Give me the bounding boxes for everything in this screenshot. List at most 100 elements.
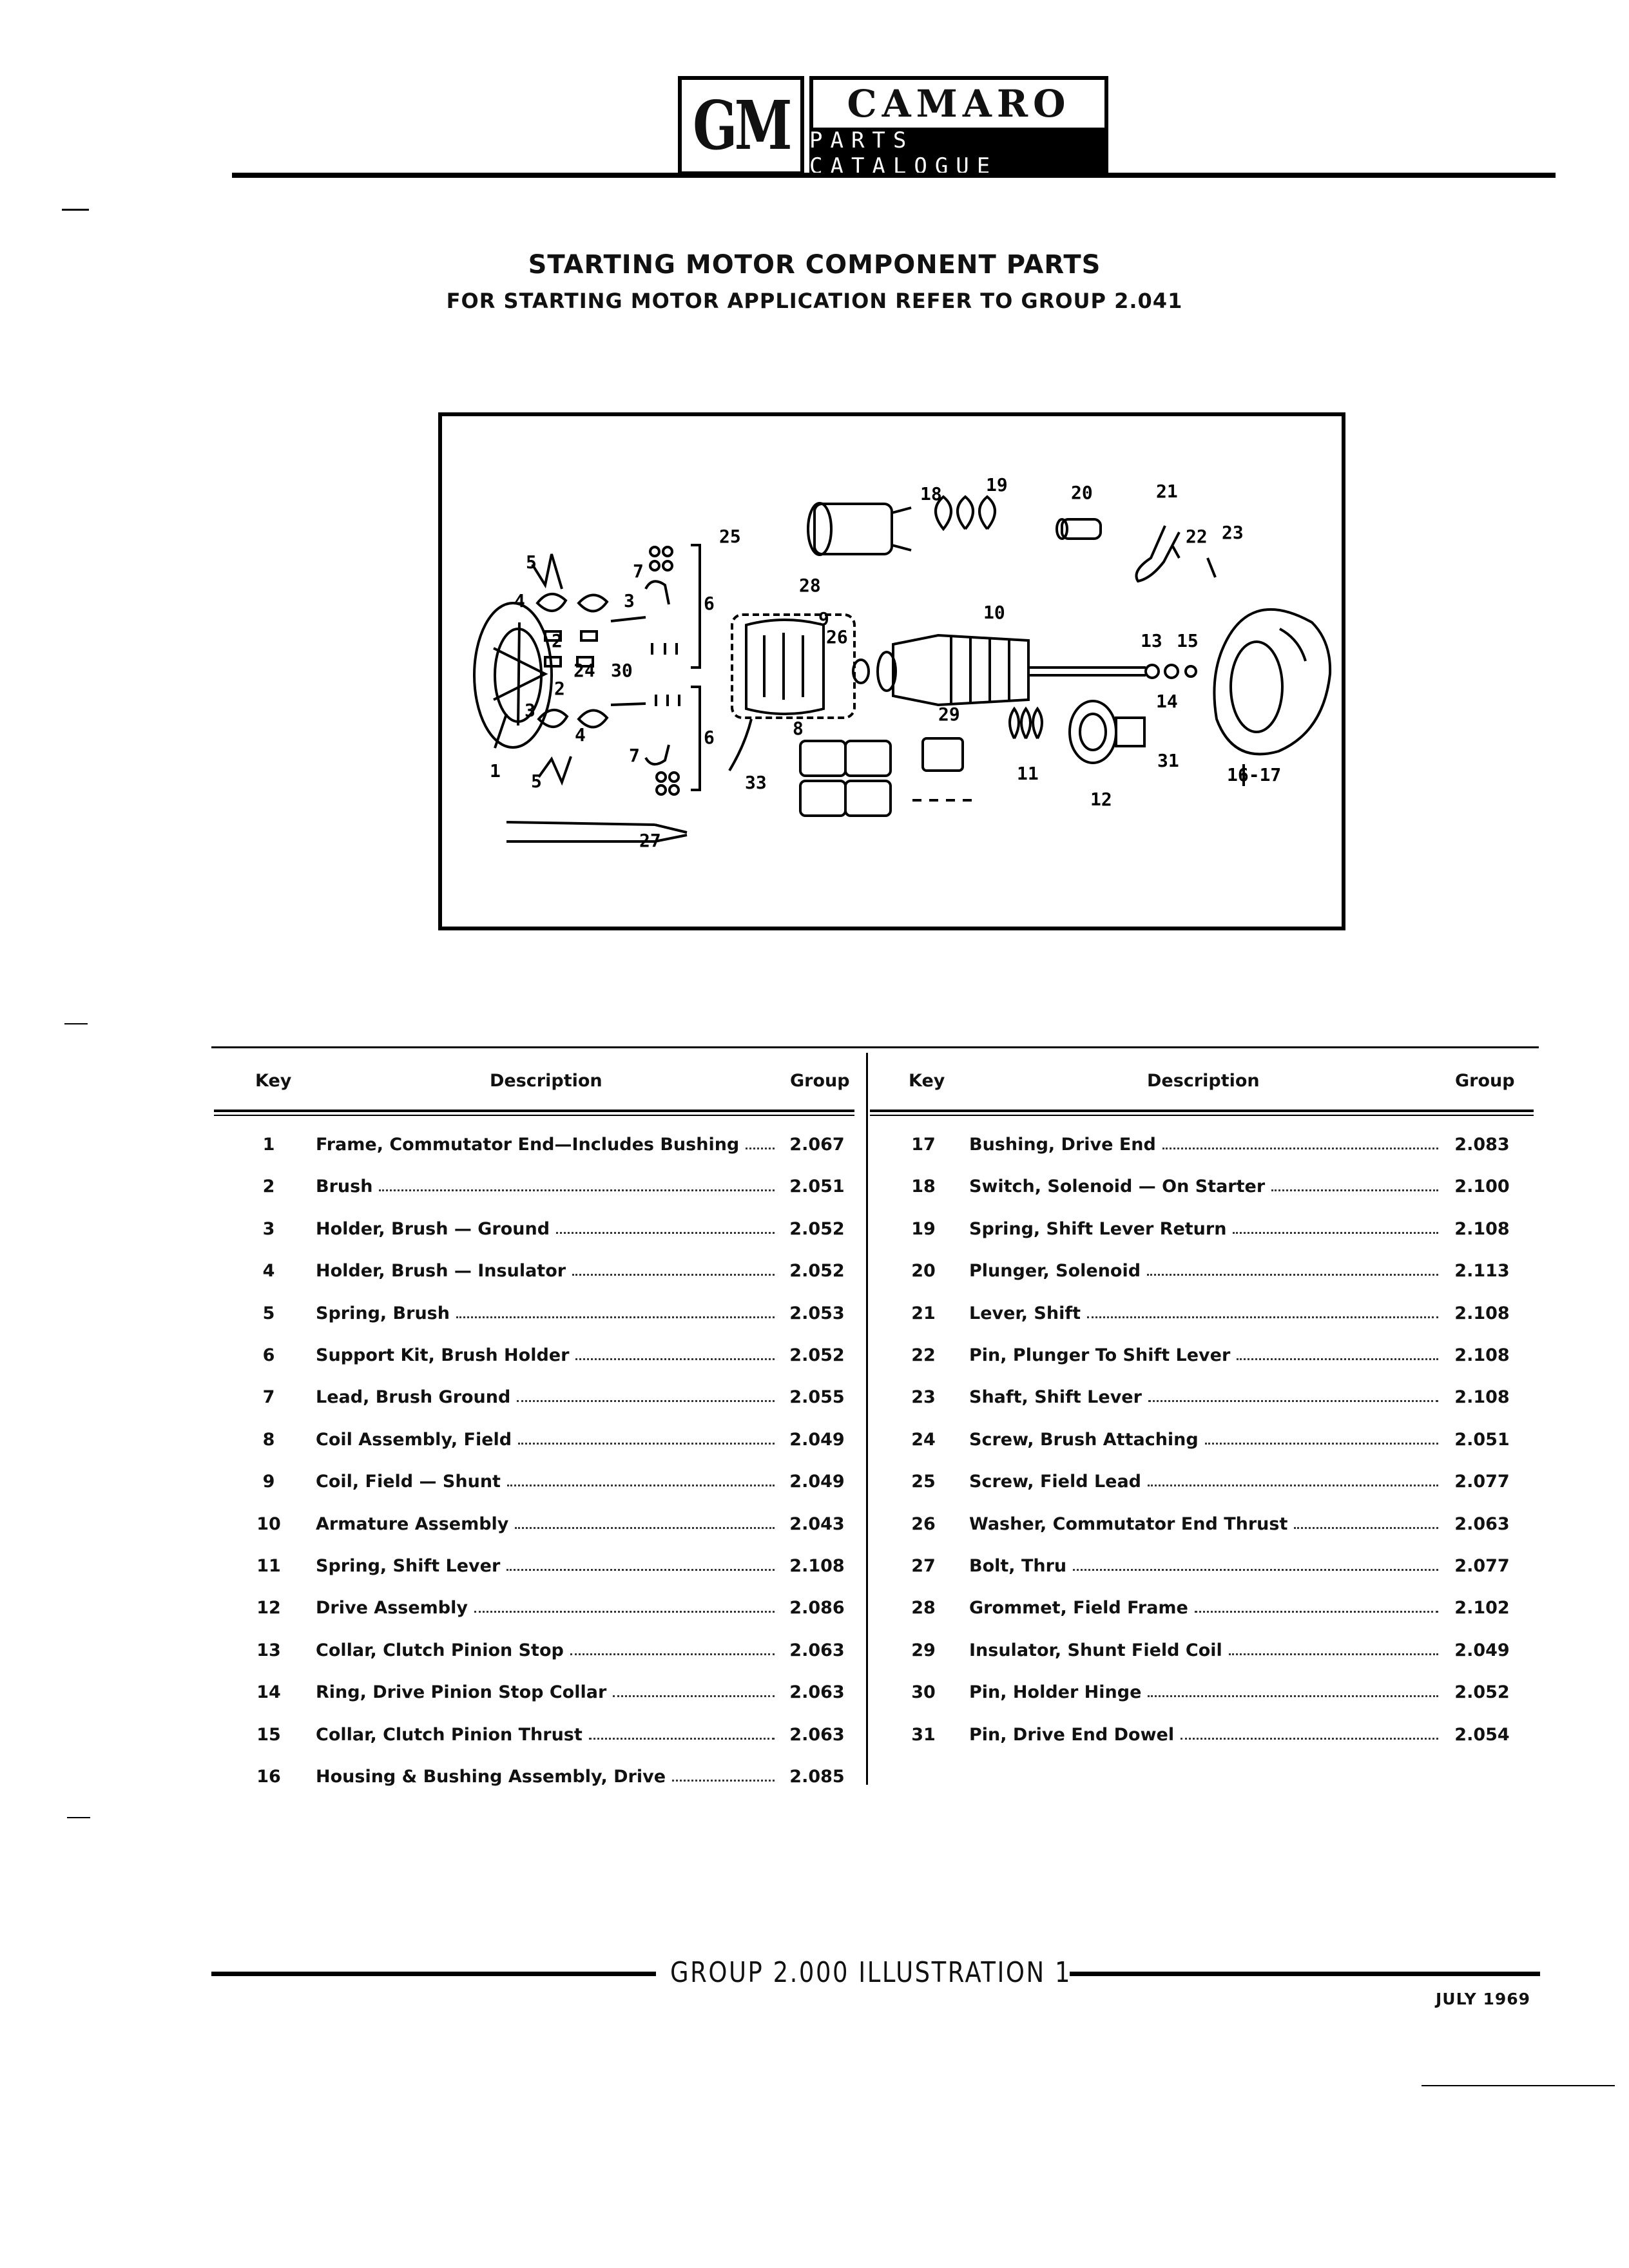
brand-box: CAMARO — [809, 76, 1108, 131]
svg-text:4: 4 — [575, 724, 586, 745]
part-key: 7 — [262, 1387, 275, 1407]
part-group-number: 2.063 — [789, 1724, 845, 1745]
svg-text:26: 26 — [826, 626, 848, 648]
dot-leader — [588, 1737, 775, 1740]
svg-text:30: 30 — [611, 660, 633, 681]
header-group-right: Group — [1455, 1071, 1515, 1091]
margin-mark — [1422, 2085, 1615, 2086]
part-description: Armature Assembly — [316, 1514, 509, 1534]
part-key: 5 — [262, 1303, 275, 1323]
svg-text:14: 14 — [1156, 691, 1178, 712]
part-group-number: 2.108 — [1454, 1303, 1510, 1323]
part-description-cell: Insulator, Shunt Field Coil — [969, 1640, 1438, 1660]
svg-text:27: 27 — [639, 830, 661, 851]
plunger-drawing — [1061, 518, 1102, 540]
drive-housing-drawing — [1213, 608, 1332, 756]
svg-text:13: 13 — [1141, 630, 1162, 651]
part-description: Lead, Brush Ground — [316, 1387, 511, 1407]
part-group-number: 2.083 — [1454, 1134, 1510, 1155]
part-key: 26 — [911, 1514, 936, 1534]
dot-leader — [570, 1653, 775, 1655]
svg-text:3: 3 — [624, 590, 635, 611]
part-description: Spring, Shift Lever — [316, 1555, 501, 1576]
part-description-cell: Bushing, Drive End — [969, 1135, 1438, 1155]
part-description-cell: Plunger, Solenoid — [969, 1261, 1438, 1281]
dot-leader — [1148, 1484, 1438, 1486]
part-description: Grommet, Field Frame — [969, 1597, 1188, 1618]
header-rule — [870, 1115, 1534, 1116]
part-description-cell: Pin, Plunger To Shift Lever — [969, 1345, 1438, 1365]
part-group-number: 2.043 — [789, 1514, 845, 1534]
svg-text:7: 7 — [629, 745, 640, 766]
dot-leader — [1194, 1610, 1438, 1613]
header-rule — [214, 1115, 854, 1116]
svg-text:16-17: 16-17 — [1227, 764, 1281, 785]
part-description: Screw, Brush Attaching — [969, 1429, 1199, 1450]
dot-leader — [474, 1610, 775, 1613]
margin-mark — [67, 1817, 90, 1818]
svg-text:7: 7 — [633, 561, 644, 582]
part-key: 1 — [262, 1134, 275, 1155]
table-row: 22 Pin, Plunger To Shift Lever 2.108 — [900, 1342, 1521, 1368]
table-row: 21 Lever, Shift 2.108 — [900, 1300, 1521, 1326]
page-title: STARTING MOTOR COMPONENT PARTS — [528, 250, 1101, 280]
part-description-cell: Spring, Shift Lever — [316, 1556, 775, 1576]
part-group-number: 2.086 — [789, 1597, 845, 1618]
table-row: 15 Collar, Clutch Pinion Thrust 2.063 — [245, 1722, 852, 1747]
part-key: 3 — [262, 1218, 275, 1239]
dot-leader — [515, 1526, 775, 1529]
part-group-number: 2.053 — [789, 1303, 845, 1323]
publication-date: JULY 1969 — [1436, 1990, 1531, 2008]
brush-spring-drawing — [531, 553, 563, 590]
part-group-number: 2.063 — [789, 1640, 845, 1660]
part-key: 21 — [911, 1303, 936, 1323]
part-description-cell: Collar, Clutch Pinion Thrust — [316, 1725, 775, 1745]
part-group-number: 2.052 — [789, 1218, 845, 1239]
dot-leader — [1073, 1568, 1438, 1571]
dot-leader — [1228, 1653, 1438, 1655]
part-description-cell: Lever, Shift — [969, 1303, 1438, 1323]
svg-text:5: 5 — [526, 552, 537, 573]
header-rule — [870, 1110, 1534, 1112]
part-description: Brush — [316, 1176, 373, 1196]
part-description: Ring, Drive Pinion Stop Collar — [316, 1682, 607, 1702]
part-description-cell: Bolt, Thru — [969, 1556, 1438, 1576]
part-description-cell: Collar, Clutch Pinion Stop — [316, 1640, 775, 1660]
part-key: 9 — [262, 1471, 275, 1492]
part-description: Coil Assembly, Field — [316, 1429, 512, 1450]
part-description-cell: Screw, Brush Attaching — [969, 1430, 1438, 1450]
part-description: Plunger, Solenoid — [969, 1260, 1141, 1281]
shift-lever-drawing — [1135, 525, 1181, 583]
part-group-number: 2.108 — [1454, 1345, 1510, 1365]
header-key-left: Key — [255, 1071, 292, 1091]
svg-text:1: 1 — [490, 760, 501, 782]
part-description: Lever, Shift — [969, 1303, 1081, 1323]
part-description: Pin, Holder Hinge — [969, 1682, 1142, 1702]
svg-text:22: 22 — [1186, 526, 1208, 547]
dot-leader — [1147, 1273, 1438, 1276]
armature-drawing — [892, 633, 1030, 707]
margin-mark — [64, 1023, 88, 1024]
part-key: 22 — [911, 1345, 936, 1365]
part-key: 15 — [256, 1724, 281, 1745]
margin-mark — [62, 209, 89, 211]
dot-leader — [1271, 1189, 1438, 1191]
solenoid-drawing — [813, 503, 893, 555]
part-description: Insulator, Shunt Field Coil — [969, 1640, 1222, 1660]
svg-text:2: 2 — [554, 678, 565, 699]
header-description-right: Description — [1147, 1071, 1260, 1091]
part-group-number: 2.067 — [789, 1134, 845, 1155]
svg-text:6: 6 — [704, 593, 715, 614]
svg-text:12: 12 — [1090, 789, 1112, 810]
part-group-number: 2.051 — [1454, 1429, 1510, 1450]
part-description: Washer, Commutator End Thrust — [969, 1514, 1288, 1534]
svg-text:2: 2 — [552, 630, 563, 651]
part-group-number: 2.049 — [789, 1471, 845, 1492]
